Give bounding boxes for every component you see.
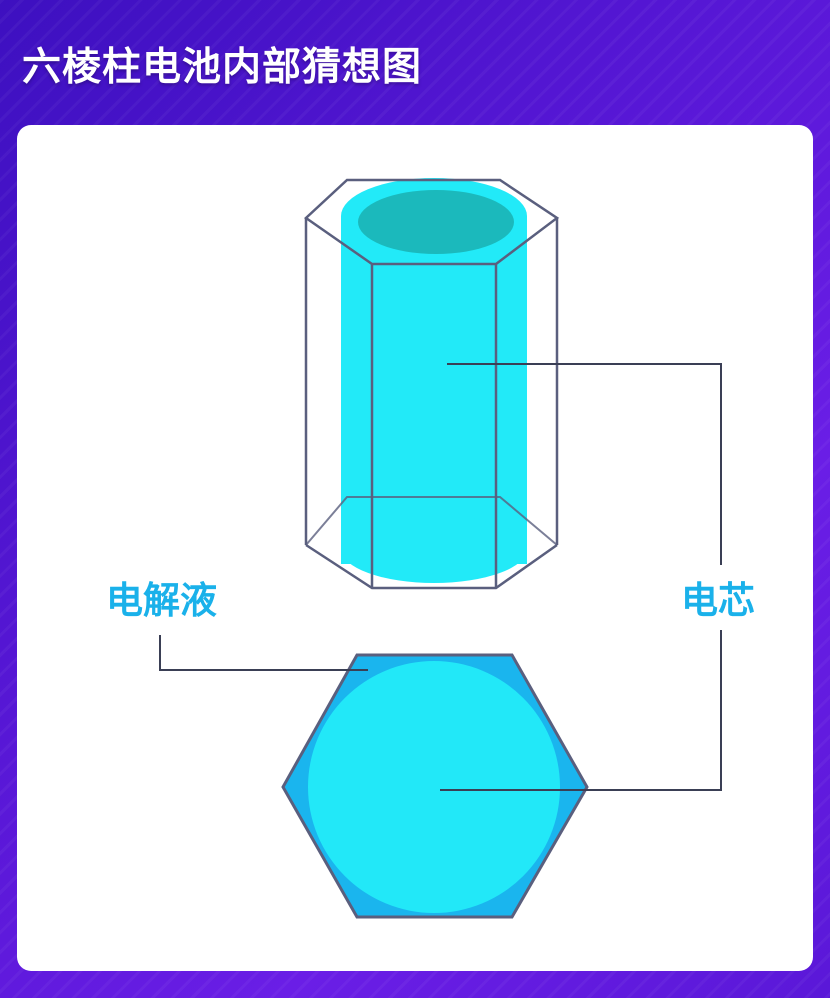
core-cylinder-body bbox=[341, 216, 527, 564]
electrolyte-label: 电解液 bbox=[106, 579, 217, 622]
core-label: 电芯 bbox=[681, 579, 755, 622]
hexagon-cross-section bbox=[281, 653, 589, 919]
core-leader-line-bottom bbox=[440, 630, 722, 791]
core-cylinder-top-face bbox=[358, 190, 514, 254]
prism-bottom-back-edges bbox=[305, 496, 558, 546]
core-leader-line-top bbox=[447, 363, 722, 565]
electrolyte-leader-line bbox=[159, 635, 368, 671]
core-circle bbox=[308, 661, 560, 913]
page-title: 六棱柱电池内部猜想图 bbox=[22, 45, 423, 90]
hexagonal-prism bbox=[304, 178, 560, 590]
prism-bottom-front-edges bbox=[305, 543, 558, 590]
core-cylinder-bottom bbox=[341, 515, 527, 583]
